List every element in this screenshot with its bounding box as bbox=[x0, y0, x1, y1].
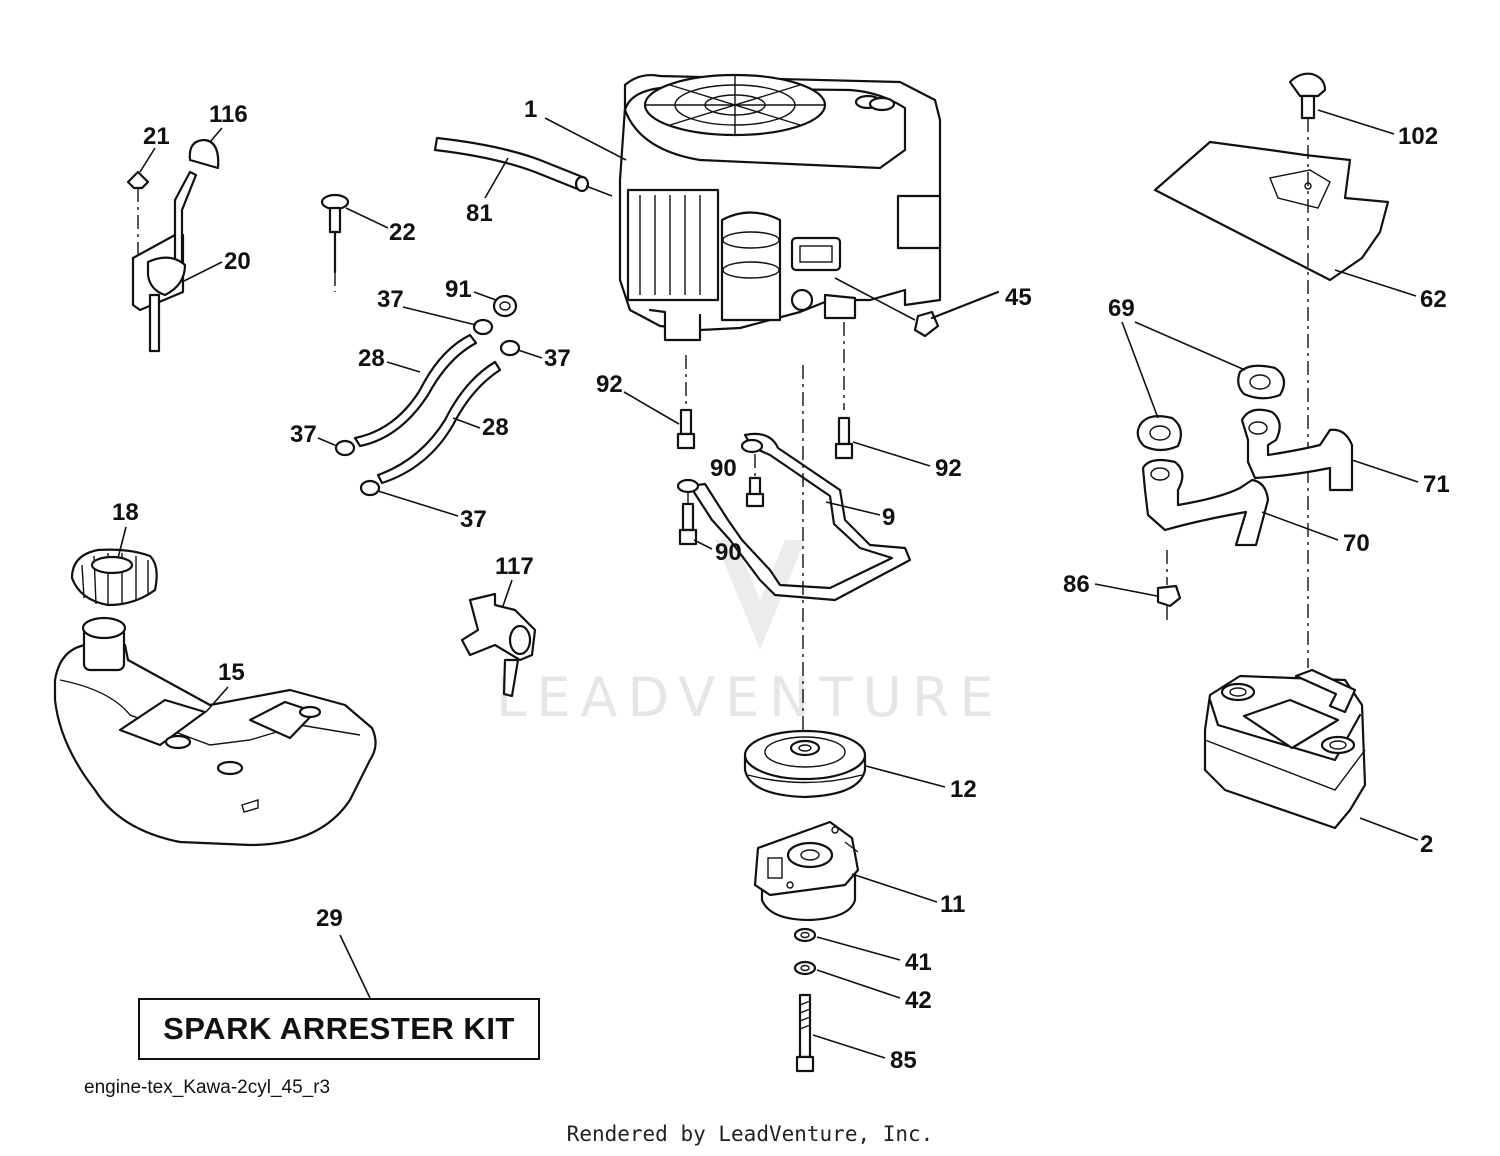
callout-number-18: 18 bbox=[112, 499, 139, 526]
exhaust-nut[interactable] bbox=[1156, 550, 1182, 622]
clutch-bolt[interactable] bbox=[795, 993, 815, 1073]
fuel-cap[interactable] bbox=[70, 548, 158, 607]
callout-number-90: 90 bbox=[710, 455, 737, 482]
callout-number-91: 91 bbox=[445, 276, 472, 303]
heat-shield[interactable] bbox=[1153, 140, 1390, 282]
callout-number-37: 37 bbox=[544, 345, 571, 372]
callout-number-20: 20 bbox=[224, 248, 251, 275]
fuel-nut[interactable] bbox=[492, 294, 518, 318]
callout-number-15: 15 bbox=[218, 659, 245, 686]
footer-credit: Rendered by LeadVenture, Inc. bbox=[566, 1122, 934, 1146]
callout-number-37: 37 bbox=[290, 421, 317, 448]
callout-number-28: 28 bbox=[482, 414, 509, 441]
callout-number-41: 41 bbox=[905, 949, 932, 976]
callout-number-37: 37 bbox=[377, 286, 404, 313]
callout-number-116: 116 bbox=[209, 101, 248, 128]
callout-number-28: 28 bbox=[358, 345, 385, 372]
vent-hose[interactable] bbox=[433, 136, 590, 193]
callout-number-29: 29 bbox=[316, 905, 343, 932]
throttle-knob[interactable] bbox=[188, 138, 220, 170]
electric-clutch-callout: 11 bbox=[851, 873, 965, 918]
callout-number-45: 45 bbox=[1005, 284, 1032, 311]
muffler-callout: 2 bbox=[1359, 817, 1433, 858]
muffler[interactable] bbox=[1203, 668, 1367, 830]
spark-arrester-callout: 29 bbox=[316, 905, 371, 999]
muffler-screw[interactable] bbox=[1288, 72, 1327, 120]
engine-bolt-right[interactable] bbox=[834, 322, 854, 460]
watermark-text: LEADVENTURE bbox=[496, 666, 1003, 729]
exhaust-gasket-right[interactable] bbox=[1237, 364, 1286, 400]
fuel-tank[interactable] bbox=[53, 616, 377, 847]
callout-number-9: 9 bbox=[882, 504, 895, 531]
callout-number-92: 92 bbox=[935, 455, 962, 482]
oil-drain-callout: 45 bbox=[1005, 284, 1032, 311]
callout-number-11: 11 bbox=[940, 891, 965, 918]
electric-clutch[interactable] bbox=[753, 820, 860, 922]
fuel-tank-callout: 15 bbox=[205, 659, 245, 713]
callout-number-86: 86 bbox=[1063, 571, 1090, 598]
callout-number-117: 117 bbox=[495, 553, 534, 580]
callout-number-70: 70 bbox=[1343, 530, 1370, 557]
fuel-line-left[interactable] bbox=[353, 333, 478, 448]
engine-bolt-callouts: 92 92 bbox=[596, 371, 962, 482]
hose-clamps[interactable] bbox=[334, 318, 521, 497]
callout-number-42: 42 bbox=[905, 987, 932, 1014]
callout-number-102: 102 bbox=[1398, 123, 1438, 150]
exhaust-gasket-left[interactable] bbox=[1136, 415, 1183, 452]
engine-callout: 1 bbox=[524, 96, 627, 161]
spark-arrester-kit-box[interactable]: SPARK ARRESTER KIT bbox=[138, 998, 540, 1060]
vent-hose-callout: 81 bbox=[466, 157, 613, 227]
callout-number-92: 92 bbox=[596, 371, 623, 398]
callout-number-85: 85 bbox=[890, 1047, 917, 1074]
throttle-callouts: 21 116 20 bbox=[139, 101, 251, 283]
callout-number-12: 12 bbox=[950, 776, 977, 803]
gasket-callouts: 69 bbox=[1108, 295, 1246, 419]
callout-number-69: 69 bbox=[1108, 295, 1135, 322]
clutch-bracket[interactable] bbox=[676, 432, 912, 602]
fuel-line-right[interactable] bbox=[376, 360, 502, 485]
dipstick-callout: 22 bbox=[345, 207, 416, 246]
callout-number-22: 22 bbox=[389, 219, 416, 246]
heat-shield-callouts: 102 62 bbox=[1317, 109, 1447, 313]
exhaust-nut-callout: 86 bbox=[1063, 571, 1158, 598]
washer-bolt-callouts: 41 42 85 bbox=[812, 936, 932, 1074]
exhaust-pipe-71[interactable] bbox=[1240, 408, 1354, 492]
callout-number-2: 2 bbox=[1420, 831, 1433, 858]
dipstick[interactable] bbox=[320, 193, 350, 292]
drawing-id: engine-tex_Kawa-2cyl_45_r3 bbox=[84, 1077, 331, 1098]
fuel-shutoff-valve[interactable] bbox=[460, 592, 537, 698]
callout-number-62: 62 bbox=[1420, 286, 1447, 313]
callout-number-90: 90 bbox=[715, 539, 742, 566]
exhaust-pipe-callouts: 71 70 bbox=[1261, 459, 1450, 557]
callout-number-21: 21 bbox=[143, 123, 170, 150]
callout-number-71: 71 bbox=[1423, 471, 1450, 498]
callout-number-1: 1 bbox=[524, 96, 537, 123]
engine[interactable] bbox=[618, 73, 942, 342]
fuel-cap-callout: 18 bbox=[112, 499, 139, 559]
pto-pulley[interactable] bbox=[743, 729, 867, 799]
callout-number-81: 81 bbox=[466, 200, 493, 227]
washer-41[interactable] bbox=[793, 927, 817, 943]
exhaust-pipe-70[interactable] bbox=[1141, 458, 1270, 547]
fuel-shutoff-callout: 117 bbox=[495, 553, 534, 607]
watermark: LEADVENTURE bbox=[496, 540, 1003, 729]
clutch-bracket-bolts[interactable] bbox=[678, 454, 765, 546]
engine-bolt-left[interactable] bbox=[676, 355, 696, 450]
clutch-bracket-callouts: 90 90 9 bbox=[693, 455, 895, 566]
callout-number-37: 37 bbox=[460, 506, 487, 533]
pto-pulley-callout: 12 bbox=[865, 765, 977, 803]
spark-arrester-kit-label: SPARK ARRESTER KIT bbox=[163, 1011, 515, 1046]
washer-42[interactable] bbox=[793, 960, 817, 976]
throttle-screw[interactable] bbox=[126, 170, 150, 260]
oil-drain-nut[interactable] bbox=[834, 277, 1000, 338]
throttle-control[interactable] bbox=[131, 170, 198, 353]
fuel-line-callouts: 37 91 37 28 28 37 37 bbox=[290, 276, 571, 533]
